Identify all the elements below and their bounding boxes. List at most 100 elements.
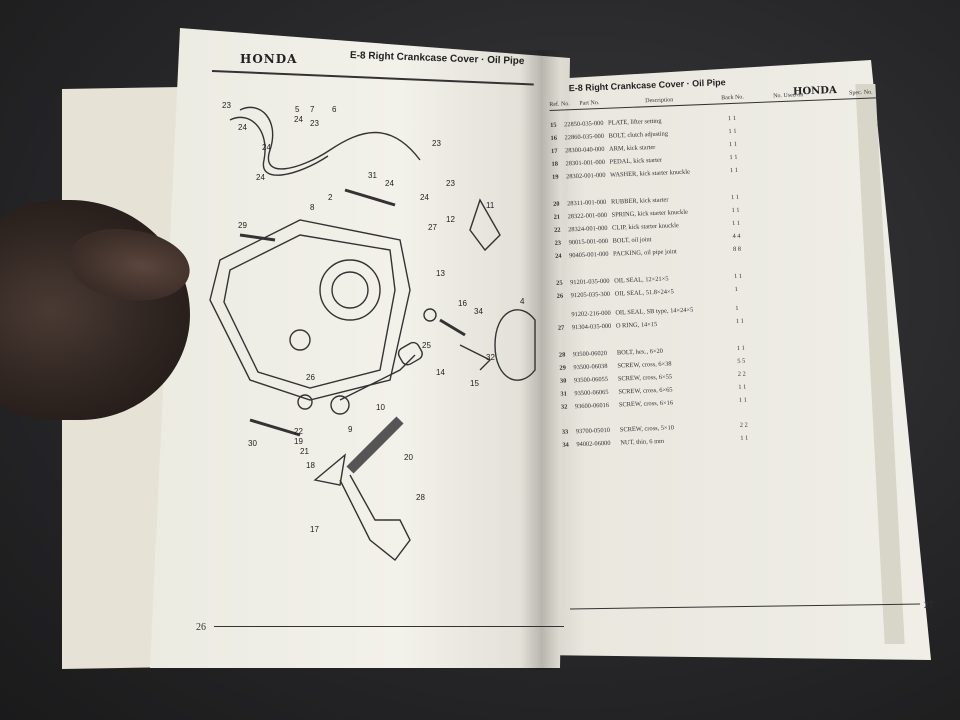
cell-desc: NUT, thin, 6 mm	[620, 437, 665, 447]
cell-desc: OIL SEAL, SB type, 14×24×5	[615, 306, 694, 317]
callout: 23	[222, 101, 231, 110]
cell-desc: PLATE, lifter setting	[607, 117, 662, 127]
cell-qty: 2 2	[739, 421, 748, 429]
cell-desc: ARM, kick starter	[608, 143, 656, 153]
cell-qty: 1 1	[733, 272, 743, 281]
cell-ref: 17	[550, 147, 558, 155]
cell-qty: 1 1	[731, 206, 740, 215]
diagram-drawing	[209, 106, 536, 561]
cell-qty: 1 1	[738, 396, 747, 404]
col-header-part: Part No.	[579, 100, 600, 107]
cell-pn: 93500-06020	[572, 349, 608, 359]
cell-pn: 93700-05010	[575, 426, 611, 436]
bolt-29	[239, 233, 276, 242]
cell-ref: 21	[553, 213, 561, 221]
o-ring	[330, 395, 350, 415]
cell-pn: 28322-001-000	[567, 211, 608, 221]
cell-desc: BOLT, hex., 6×20	[616, 347, 664, 357]
cell-pn: 94002-06000	[576, 439, 611, 449]
callout: 24	[256, 173, 265, 182]
callout: 27	[428, 223, 437, 232]
cell-pn: 93500-06038	[573, 362, 608, 372]
cell-ref: 22	[554, 226, 561, 234]
cell-ref: 18	[551, 160, 559, 168]
callout: 18	[306, 461, 315, 470]
cell-qty: 1 1	[728, 140, 738, 149]
callout: 24	[420, 193, 429, 202]
cover-port	[319, 259, 381, 321]
cell-qty: 1 1	[740, 434, 749, 442]
cell-ref: 28	[558, 351, 566, 359]
callout: 4	[520, 297, 525, 306]
cell-pn: 93600-06016	[574, 401, 610, 411]
callout: 16	[458, 299, 467, 308]
callout: 5	[295, 105, 300, 114]
col-header-ref: Ref. No.	[549, 101, 570, 108]
table-row: 28 93500-06020 BOLT, hex., 6×20 1 1	[558, 345, 745, 359]
cell-desc: PEDAL, kick starter	[609, 156, 663, 166]
callout: 6	[332, 105, 337, 114]
parts-list-table: E-8 Right Crankcase Cover · Oil Pipe HON…	[548, 57, 897, 569]
cell-desc: PACKING, oil pipe joint	[612, 248, 677, 258]
cell-desc: SPRING, kick starter knuckle	[611, 208, 689, 219]
cell-ref: 30	[559, 377, 567, 385]
right-page-number: 27	[924, 600, 933, 610]
bolt-31	[344, 188, 396, 207]
cell-pn: 28311-001-000	[567, 198, 607, 208]
cell-ref	[557, 316, 571, 317]
col-header-spec: Spec. No.	[849, 89, 873, 97]
cell-pn: 91205-035-300	[570, 290, 611, 300]
cell-qty: 1 1	[736, 344, 745, 352]
cell-pn: 28301-001-000	[565, 158, 606, 168]
left-brand: HONDA	[240, 52, 298, 66]
cell-desc: CLIP, kick starter knuckle	[611, 222, 679, 232]
clutch-bolt	[469, 198, 501, 252]
cell-qty: 1 1	[730, 193, 740, 202]
cell-desc: BOLT, oil joint	[612, 236, 652, 245]
cell-qty: 8 8	[732, 245, 742, 254]
cell-desc: SCREW, cross, 6×65	[618, 386, 673, 396]
callout: 26	[306, 373, 315, 382]
cell-ref: 25	[556, 279, 563, 287]
cell-qty: 1 1	[731, 219, 741, 228]
cell-pn: 22850-035-000	[563, 119, 604, 129]
lifter-plate	[459, 344, 492, 371]
cell-qty: 1 1	[728, 127, 737, 136]
cell-qty: 5 5	[737, 357, 746, 365]
kick-rubber	[346, 416, 404, 474]
callout: 13	[436, 269, 445, 278]
callout: 9	[348, 425, 353, 434]
callout: 32	[486, 353, 495, 362]
oil-seal	[297, 394, 313, 410]
cell-desc: BOLT, clutch adjusting	[608, 130, 669, 140]
callout: 30	[248, 439, 257, 448]
oil-pipe	[239, 106, 421, 170]
left-footer-rule	[214, 626, 564, 627]
cell-pn: 93500-06055	[573, 375, 609, 385]
cell-desc: OIL SEAL, 12×21×5	[614, 275, 669, 285]
cell-desc: RUBBER, kick starter	[610, 196, 669, 206]
spine-shadow	[520, 50, 560, 670]
callout: 23	[310, 119, 319, 128]
col-header-back: Back No.	[721, 94, 744, 102]
cell-pn: 28300-040-000	[564, 145, 605, 155]
callout: 23	[446, 179, 455, 188]
cell-ref: 20	[553, 200, 560, 208]
cell-qty: 1 1	[729, 166, 739, 175]
callout: 8	[310, 203, 315, 212]
callout: 24	[262, 143, 271, 152]
cell-ref: 24	[555, 252, 562, 260]
